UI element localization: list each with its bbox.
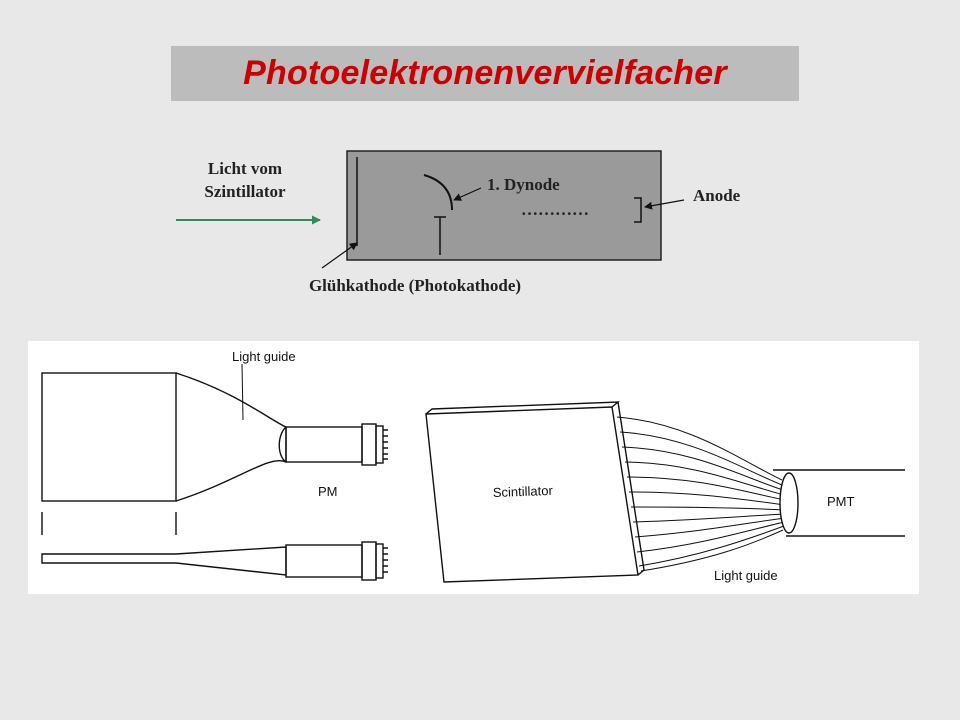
pmt-cylinder <box>773 469 905 537</box>
dynode-arrow <box>453 187 482 201</box>
side-view-light-guide <box>41 512 388 581</box>
anode-arrow <box>644 199 685 210</box>
light-guide-top-label: Light guide <box>232 349 296 364</box>
light-label-line1: Licht vom <box>208 159 282 178</box>
fiber-bundle <box>616 416 786 572</box>
scintillator-label: Scintillator <box>493 483 554 500</box>
pmt-label: PMT <box>827 494 855 509</box>
cathode-arrow <box>321 242 358 269</box>
light-guide-bottom-label: Light guide <box>714 568 778 583</box>
pmt-schematic: Licht vom Szintillator 1. Dynode ………… An… <box>176 150 741 295</box>
dynode-dots: ………… <box>521 200 589 219</box>
light-guide-drawing: Light guide PM Scintillator <box>28 341 919 594</box>
dynode-label: 1. Dynode <box>487 175 560 194</box>
light-guide-top-leader <box>241 363 244 421</box>
pm-label: PM <box>318 484 338 499</box>
light-label-line2: Szintillator <box>204 182 286 201</box>
scintillator-slab <box>425 401 645 583</box>
tube-body <box>346 150 662 261</box>
fishtail-light-guide <box>41 372 388 502</box>
page-title: Photoelektronenvervielfacher <box>243 54 727 92</box>
cathode-label: Glühkathode (Photokathode) <box>309 276 521 295</box>
dynode-curve <box>423 174 453 211</box>
title-bar: Photoelektronenvervielfacher <box>171 46 799 101</box>
anode-bracket <box>634 197 642 223</box>
anode-label: Anode <box>693 186 741 205</box>
